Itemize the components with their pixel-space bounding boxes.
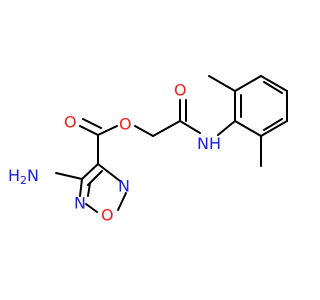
bond-carbonyl-c-ester-o xyxy=(97,125,118,136)
bond-carbonyl-c-o-double xyxy=(82,118,102,129)
bond-n5-c4 xyxy=(79,178,83,197)
bond-o1-n5 xyxy=(85,203,98,213)
bond-n5-c4-double xyxy=(87,182,91,197)
bond-ring-2 xyxy=(234,75,262,92)
bond-ring-5 xyxy=(260,120,288,137)
bond-ring-3 xyxy=(260,75,288,92)
bond-ester-o-ch2 xyxy=(134,125,154,137)
ring-nitrogen-bottom: N xyxy=(74,194,86,213)
bond-n2-o1 xyxy=(117,192,127,211)
bond-carbonyl-c-o xyxy=(79,125,99,136)
atom-labels: H2N N N O O O O NH xyxy=(8,81,221,225)
amide-nh-label: NH xyxy=(197,134,221,153)
molecule-structure-diagram: H2N N N O O O O NH xyxy=(8,75,288,225)
ring-nitrogen-top: N xyxy=(118,177,130,196)
bond-ring-inner-2 xyxy=(263,81,283,94)
bond-amide-c-n xyxy=(179,120,201,134)
bond-ring-inner-3 xyxy=(263,118,283,131)
bond-c4-nh2 xyxy=(55,172,83,180)
ring-oxygen: O xyxy=(101,206,114,225)
bond-n-aryl xyxy=(217,120,236,136)
bond-c3-n2 xyxy=(97,163,121,182)
bond-ring-6 xyxy=(234,120,262,137)
bond-ch2-amide-c xyxy=(152,120,181,137)
bond-methyl-top xyxy=(208,75,236,92)
amine-label: H2N xyxy=(8,166,39,188)
carbonyl-oxygen-right: O xyxy=(174,81,187,100)
bonds xyxy=(55,75,288,213)
ester-oxygen: O xyxy=(119,115,132,134)
carbonyl-oxygen-left: O xyxy=(64,113,77,132)
bond-c4-c3 xyxy=(81,163,99,180)
